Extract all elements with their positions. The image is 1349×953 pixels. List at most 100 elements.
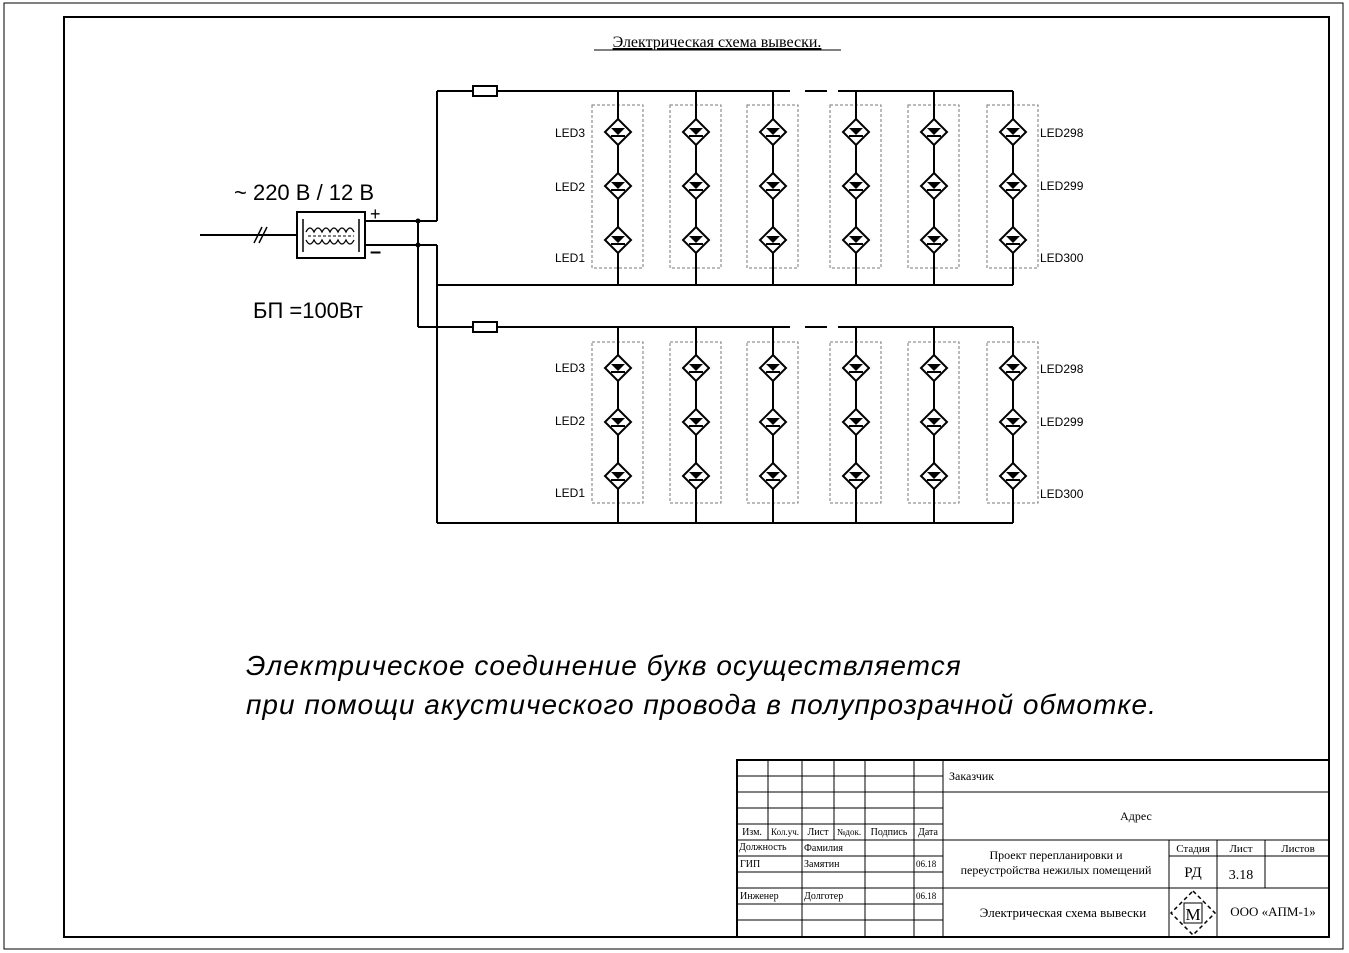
sheet-value: 3.18 xyxy=(1229,868,1254,883)
led-diode xyxy=(603,117,633,147)
title-block-frame xyxy=(736,759,1330,938)
led-label-left: LED1 xyxy=(555,486,585,500)
led-diode xyxy=(919,117,949,147)
led-diode xyxy=(681,117,711,147)
note-line-1: Электрическое соединение букв осуществля… xyxy=(246,650,962,681)
col-header-ndok: №док. xyxy=(837,827,861,837)
led-string-6 xyxy=(986,91,1039,285)
led-diode xyxy=(603,461,633,491)
led-diode xyxy=(841,171,871,201)
note-line-2: при помощи акустического провода в полуп… xyxy=(246,689,1157,720)
plus-sign: + xyxy=(370,204,381,224)
col-header-signature: Подпись xyxy=(871,827,908,838)
led-string-3 xyxy=(746,91,799,285)
title-block: Заказчик Адрес Изм. Кол.уч. Лист №док. П… xyxy=(736,759,1330,938)
led-diode xyxy=(681,225,711,255)
date-row-2: 06.18 xyxy=(916,891,937,901)
title-block-grid xyxy=(737,760,1329,937)
led-string-2 xyxy=(669,327,722,523)
led-label-left: LED2 xyxy=(555,414,585,428)
led-string-4 xyxy=(829,327,882,523)
led-diode xyxy=(919,225,949,255)
led-string-2 xyxy=(669,91,722,285)
surname-dolgoter: Долготер xyxy=(804,891,843,902)
led-string-4 xyxy=(829,91,882,285)
led-diode xyxy=(758,225,788,255)
led-diode xyxy=(841,461,871,491)
led-diode xyxy=(998,353,1028,383)
surname-label: Фамилия xyxy=(804,843,843,854)
led-diode xyxy=(603,353,633,383)
led-label-right: LED300 xyxy=(1040,487,1084,501)
wire-tick-1 xyxy=(253,226,263,244)
col-header-list: Лист xyxy=(808,827,830,838)
led-diode xyxy=(919,461,949,491)
led-label-right: LED298 xyxy=(1040,126,1084,140)
psu-voltage-label: ~ 220 В / 12 В xyxy=(234,180,374,205)
transformer-box xyxy=(296,211,366,259)
led-label-left: LED3 xyxy=(555,126,585,140)
address-label: Адрес xyxy=(1120,809,1152,823)
project-name-line-1: Проект перепланировки и xyxy=(989,848,1123,862)
minus-sign: – xyxy=(370,241,381,263)
led-label-right: LED300 xyxy=(1040,251,1084,265)
led-string-5 xyxy=(907,327,960,523)
company-logo: М xyxy=(1169,889,1217,937)
position-engineer: Инженер xyxy=(740,891,779,902)
main-wiring xyxy=(365,91,438,523)
surname-zamyatin: Замятин xyxy=(804,859,840,870)
junction-minus xyxy=(415,242,421,248)
led-groups: LED3LED2LED1LED298LED299LED300LED3LED2LE… xyxy=(418,85,1084,524)
power-supply: ~ 220 В / 12 В + – БП =100Вт xyxy=(200,180,381,323)
drawing-frame xyxy=(63,16,1330,938)
fuse xyxy=(472,321,498,333)
psu-power-label: БП =100Вт xyxy=(253,298,363,323)
led-string-1 xyxy=(591,91,644,285)
col-header-koluch: Кол.уч. xyxy=(771,827,799,837)
led-diode xyxy=(998,461,1028,491)
sheets-label: Листов xyxy=(1281,843,1315,855)
company-name: ООО «АПМ-1» xyxy=(1230,904,1316,919)
led-diode xyxy=(758,171,788,201)
led-diode xyxy=(998,225,1028,255)
date-row-1: 06.18 xyxy=(916,859,937,869)
logo-letter: М xyxy=(1185,905,1200,924)
led-string-6 xyxy=(986,327,1039,523)
transformer-winding-top xyxy=(305,227,355,234)
led-diode xyxy=(998,407,1028,437)
stage-value: РД xyxy=(1184,865,1201,881)
led-diode xyxy=(841,353,871,383)
logo-square xyxy=(1183,902,1203,924)
col-header-date: Дата xyxy=(918,827,938,838)
led-diode xyxy=(919,353,949,383)
led-label-left: LED2 xyxy=(555,180,585,194)
led-diode xyxy=(998,117,1028,147)
led-label-left: LED1 xyxy=(555,251,585,265)
customer-label: Заказчик xyxy=(949,769,994,783)
led-label-left: LED3 xyxy=(555,361,585,375)
position-label: Должность xyxy=(739,842,787,853)
led-diode xyxy=(603,225,633,255)
project-name-line-2: переустройства нежилых помещений xyxy=(961,863,1152,877)
junction-plus xyxy=(415,218,421,224)
led-diode xyxy=(681,353,711,383)
led-diode xyxy=(919,407,949,437)
led-diode xyxy=(603,171,633,201)
outer-border xyxy=(3,2,1344,950)
led-diode xyxy=(758,117,788,147)
led-diode xyxy=(758,353,788,383)
sheet-label: Лист xyxy=(1229,843,1252,855)
led-diode xyxy=(998,171,1028,201)
led-diode xyxy=(603,407,633,437)
led-label-right: LED298 xyxy=(1040,362,1084,376)
led-diode xyxy=(758,461,788,491)
wire-tick-2 xyxy=(258,226,268,244)
led-string-3 xyxy=(746,327,799,523)
col-header-izm: Изм. xyxy=(742,827,762,838)
led-diode xyxy=(681,171,711,201)
led-diode xyxy=(919,171,949,201)
position-gip: ГИП xyxy=(740,859,760,870)
drawing-title: Электрическая схема вывески. xyxy=(613,34,822,51)
